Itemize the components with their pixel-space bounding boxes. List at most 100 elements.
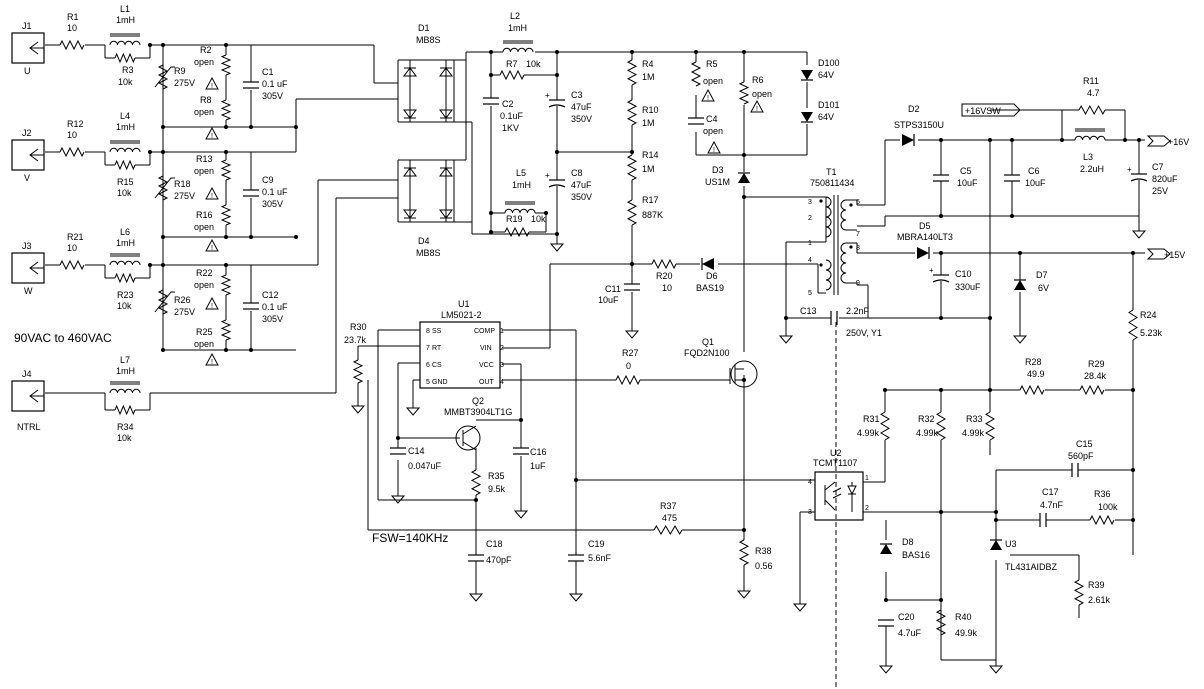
t1-pin-num: 8 (856, 245, 860, 252)
resistor-symbol (220, 54, 232, 76)
c18-value: 470pF (486, 555, 512, 565)
resistor-symbol (1019, 384, 1045, 396)
capacitor-symbol: + (929, 266, 950, 283)
u2-optocoupler: U2 TCMT1107 4 3 1 2 (808, 448, 870, 521)
c3-value: 47uF (571, 102, 592, 112)
l5-value: 1mH (512, 180, 531, 190)
r12-value: 10 (67, 130, 77, 140)
t1-pin-num: 3 (808, 199, 812, 206)
c5-ref: C5 (960, 166, 972, 176)
r38-ref: R38 (755, 546, 772, 556)
c3-ref: C3 (571, 90, 583, 100)
ground-icon (879, 659, 893, 674)
q2-transistor: Q2 MMBT3904LT1G (444, 396, 512, 451)
resistor-symbol (1089, 514, 1115, 526)
capacitor-symbol (688, 117, 704, 125)
r29-ref: R29 (1088, 359, 1105, 369)
resistor-symbol (985, 411, 995, 441)
r26-value: 275V (174, 307, 195, 317)
resistor-symbol (220, 204, 232, 226)
c17-ref: C17 (1042, 487, 1059, 497)
t1-pin-num: 4 (808, 257, 812, 264)
connector-j4: J4 NTRL (11, 369, 45, 432)
resistor-symbol (653, 525, 683, 535)
resistor-symbol (626, 199, 638, 226)
resistor-symbol (615, 374, 641, 386)
diode-symbol (902, 134, 915, 146)
r15-value: 10k (117, 188, 132, 198)
diode-symbol (801, 70, 813, 81)
j2-ref: J2 (22, 128, 32, 138)
r4-value: 1M (642, 72, 655, 82)
l3-value: 2.2uH (1080, 164, 1104, 174)
l7-ref: L7 (120, 355, 130, 365)
u2-pin-num: 1 (865, 475, 869, 482)
inductor-symbol (109, 140, 141, 153)
j4-ref: J4 (22, 369, 32, 379)
r19-value: 10k (531, 214, 546, 224)
r24-ref: R24 (1140, 310, 1157, 320)
r25-value: open (194, 339, 214, 349)
j3-ref: J3 (22, 241, 32, 251)
ground-icon (625, 324, 639, 339)
ground-icon (793, 597, 807, 612)
resistor-symbol (499, 69, 525, 81)
capacitor-symbol (243, 81, 259, 89)
t1-pin-num: 7 (856, 231, 860, 238)
r27-value: 0 (626, 361, 631, 371)
c1-voltage: 305V (262, 91, 283, 101)
r15-ref: R15 (117, 177, 134, 187)
c11-ref: C11 (605, 284, 621, 294)
capacitor-symbol (468, 554, 484, 562)
r25-ref: R25 (196, 327, 213, 337)
resistor-symbol (352, 359, 364, 384)
resistor-symbol (936, 411, 946, 441)
junction-dots (148, 43, 1141, 602)
varistor-symbol (154, 66, 175, 88)
inductor-symbol (109, 253, 141, 266)
u1-pin-num: 8 (426, 328, 430, 335)
u1-part-number: LM5021-2 (441, 310, 482, 320)
c4-ref: C4 (706, 114, 718, 124)
diode-symbol (917, 247, 930, 259)
l5-ref: L5 (516, 168, 526, 178)
l7-value: 1mH (116, 366, 135, 376)
d101-ref: D101 (818, 100, 840, 110)
diode-symbol (990, 539, 1002, 550)
resistor-symbol (59, 146, 85, 158)
bridge-diodes (403, 60, 453, 222)
warning-icon (205, 77, 219, 91)
r13-ref: R13 (196, 154, 213, 164)
t1-ref: T1 (826, 167, 837, 177)
l2-ref: L2 (510, 11, 520, 21)
c9-voltage: 305V (262, 199, 283, 209)
resistor-symbol (504, 226, 530, 238)
capacitor-symbol (513, 447, 529, 455)
diode-symbol (1014, 279, 1026, 290)
resistor-symbol (1078, 104, 1106, 116)
t1-pin-num: 5 (808, 290, 812, 297)
r8-value: open (194, 107, 214, 117)
t1-transformer: T1 750811434 3 2 1 4 5 6 7 8 9 (808, 167, 860, 297)
j1-pin-label: U (24, 66, 31, 76)
input-voltage-note: 90VAC to 460VAC (14, 331, 112, 345)
d4-ref: D4 (418, 236, 430, 246)
c10-ref: C10 (955, 269, 972, 279)
u1-pin-num: 6 (426, 362, 430, 369)
c13-ref: C13 (800, 306, 817, 316)
r13-value: open (194, 166, 214, 176)
j2-pin-label: V (24, 173, 30, 183)
r36-value: 100k (1098, 502, 1118, 512)
c19-ref: C19 (588, 539, 605, 549)
r3-value: 10k (118, 77, 133, 87)
varistor-symbol (154, 177, 175, 199)
r31-ref: R31 (863, 414, 880, 424)
c16-ref: C16 (530, 447, 547, 457)
l2-value: 1mH (508, 23, 527, 33)
j4-pin-label: NTRL (17, 422, 41, 432)
capacitor-symbol (568, 554, 584, 562)
u1-pin-comp: COMP (474, 328, 495, 335)
r18-value: 275V (174, 191, 195, 201)
r35-ref: R35 (488, 471, 505, 481)
